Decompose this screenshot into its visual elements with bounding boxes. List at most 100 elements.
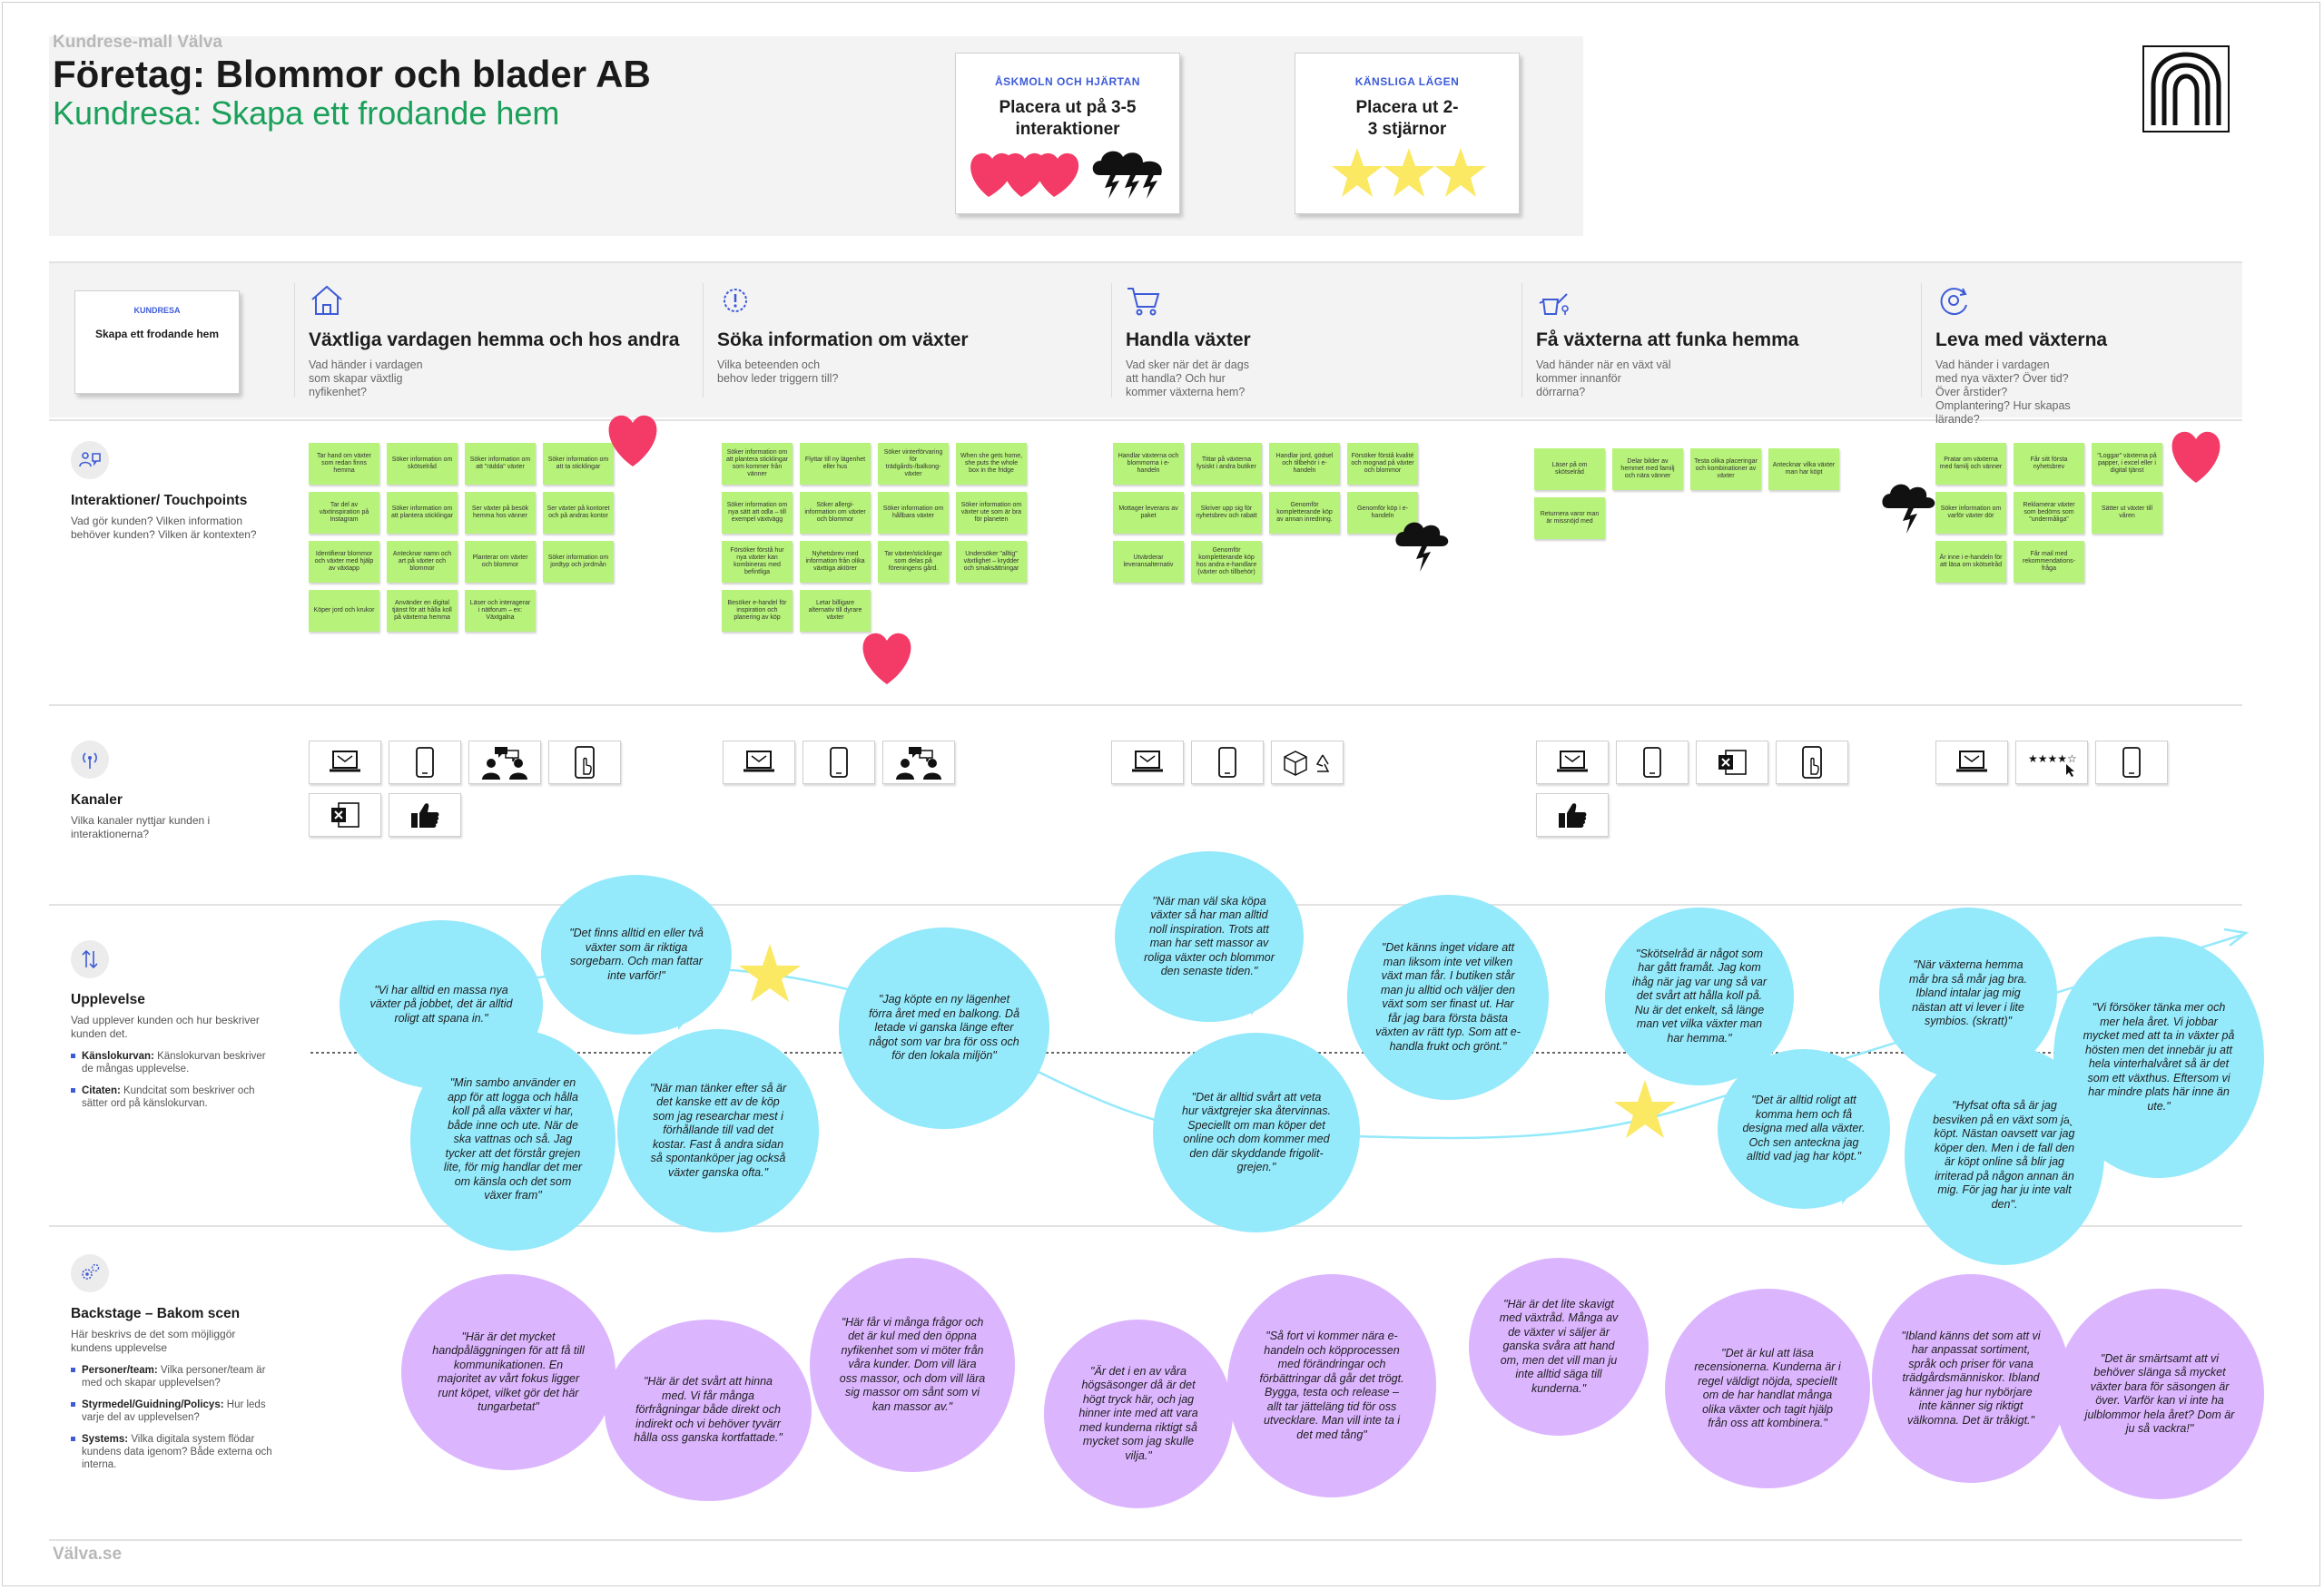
- footer-link[interactable]: Välva.se: [53, 1545, 123, 1564]
- quote-text: "Vi försöker tänka mer och mer hela året…: [2083, 1001, 2235, 1113]
- quote-text: "Jag köpte en ny lägenhet förra året med…: [868, 993, 1020, 1063]
- sticky-note[interactable]: Söker information om att "rädda" växter: [465, 443, 536, 485]
- quote-bubble: "Här är det mycket handpåläggningen för …: [401, 1274, 615, 1470]
- sticky-note[interactable]: Besöker e-handel för inspiration och pla…: [722, 590, 793, 632]
- sticky-note[interactable]: Antecknar vilka växter man har köpt: [1768, 448, 1839, 490]
- sticky-note[interactable]: Söker information om växter ute som är b…: [956, 492, 1027, 534]
- quote-bubble: "Det är kul att läsa recensionerna. Kund…: [1665, 1289, 1870, 1488]
- sticky-note[interactable]: Delar bilder av hemmet med familj och nä…: [1612, 448, 1683, 490]
- row-title: Kanaler: [71, 792, 123, 808]
- quote-text: "Det känns inget vidare att man liksom i…: [1375, 941, 1521, 1053]
- stage-2: Söka information om växter Vilka beteend…: [717, 283, 1098, 386]
- sticky-note[interactable]: Planterar om växter och blommor: [465, 541, 536, 583]
- divider: [49, 1539, 2242, 1541]
- sticky-note[interactable]: Tar växter/sticklingar som delas på före…: [878, 541, 949, 583]
- quote-bubble: "Min sambo använder en app för att logga…: [410, 1029, 615, 1251]
- rating-stars-icon: ★★★★☆: [2015, 741, 2088, 784]
- quote-text: "Det är alltid roligt att komma hem och …: [1742, 1094, 1866, 1163]
- quote-text: "Skötselråd är något som har gått framåt…: [1631, 947, 1767, 1045]
- stage-separator: [703, 283, 704, 398]
- row-head-backstage: Backstage – Bakom scen Här beskrivs de d…: [71, 1254, 280, 1480]
- sticky-note[interactable]: Söker information om varför växter dör: [1935, 492, 2006, 534]
- quote-bubble: "Här får vi många frågor och det är kul …: [810, 1258, 1015, 1472]
- stage-separator: [1921, 283, 1922, 398]
- sticky-note[interactable]: Köper jord och krukor: [309, 590, 379, 632]
- sticky-note[interactable]: Sätter ut växter till våren: [2092, 492, 2162, 534]
- sticky-note[interactable]: Söker information om att plantera stickl…: [722, 443, 793, 485]
- stage-name: Leva med växterna: [1935, 329, 2108, 350]
- sticky-note[interactable]: Läser på om skötselråd: [1534, 448, 1605, 490]
- sticky-note[interactable]: Söker information om att plantera stickl…: [387, 492, 458, 534]
- sticky-note[interactable]: Söker information om hållbara växter: [878, 492, 949, 534]
- broadcast-icon: [71, 741, 109, 779]
- star-icon: [1332, 148, 1486, 197]
- sticky-note[interactable]: Är inne i e-handeln för att läsa om sköt…: [1935, 541, 2006, 583]
- touchpoint-icon: [71, 441, 109, 479]
- thundercloud-icon: [1882, 484, 1935, 534]
- sticky-note[interactable]: Försöker förstå hur nya växter kan kombi…: [722, 541, 793, 583]
- sticky-note[interactable]: When she gets home, she puts the whole b…: [956, 443, 1027, 485]
- row-desc: Vilka kanaler nyttjar kunden i interakti…: [71, 814, 211, 840]
- mobile-icon: [2095, 741, 2168, 784]
- stage-separator: [1521, 283, 1522, 398]
- sticky-note[interactable]: Flyttar till ny lägenhet eller hus: [800, 443, 871, 485]
- laptop-icon: [309, 741, 381, 784]
- sticky-note[interactable]: Reklamerar växter som bedöms som "underm…: [2014, 492, 2084, 534]
- sticky-note[interactable]: Söker information om nya sätt att odla –…: [722, 492, 793, 534]
- sticky-note[interactable]: "Loggar" växterna på papper, i excel ell…: [2092, 443, 2162, 485]
- sticky-note[interactable]: Antecknar namn och art på växter och blo…: [387, 541, 458, 583]
- quote-bubble: "Ibland känns det som att vi har anpassa…: [1872, 1274, 2070, 1483]
- sticky-note[interactable]: Mottager leverans av paket: [1113, 492, 1184, 534]
- sticky-note[interactable]: Tittar på växterna fysiskt i andra butik…: [1191, 443, 1262, 485]
- sticky-note[interactable]: Nyhetsbrev med information från olika vä…: [800, 541, 871, 583]
- thumbs-up-icon: [1536, 793, 1609, 837]
- row-head-channels: Kanaler Vilka kanaler nyttjar kunden i i…: [71, 741, 280, 841]
- sticky-note[interactable]: Handlar växterna och blommorna i e-hande…: [1113, 443, 1184, 485]
- sticky-note[interactable]: Testa olika placeringar och kombinatione…: [1690, 448, 1761, 490]
- sticky-note[interactable]: Returnera varor man är missnöjd med: [1534, 497, 1605, 539]
- sticky-note[interactable]: Söker information om att ta sticklingar: [543, 443, 614, 485]
- sticky-note[interactable]: Undersöker "alltig" växtlighet – krydder…: [956, 541, 1027, 583]
- heart-icon: [2171, 431, 2221, 483]
- sticky-note[interactable]: Får sitt första nyhetsbrev: [2014, 443, 2084, 485]
- sticky-note[interactable]: Tar hand om växter som redan finns hemma: [309, 443, 379, 485]
- sticky-note[interactable]: Genomför kompletterande köp hos andra e-…: [1191, 541, 1262, 583]
- sticky-note[interactable]: Söker vinterförvaring för trädgårds-/bal…: [878, 443, 949, 485]
- sticky-note[interactable]: Försöker förstå kvalité och mognad på vä…: [1347, 443, 1418, 485]
- legend-label: KÄNSLIGA LÄGEN: [1354, 75, 1460, 88]
- quote-bubble: "Så fort vi kommer nära e-handeln och kö…: [1227, 1274, 1436, 1497]
- sticky-note[interactable]: Läser och interagerar i nätforum – ex: V…: [465, 590, 536, 632]
- stage-band: [49, 263, 2242, 417]
- sticky-note[interactable]: Ser växter på kontoret och på andras kon…: [543, 492, 614, 534]
- sticky-note[interactable]: Får mail med rekommendations-fråga: [2014, 541, 2084, 583]
- excel-icon: [1696, 741, 1768, 784]
- quote-text: "När växterna hemma mår bra så mår jag b…: [1909, 958, 2027, 1028]
- sticky-note[interactable]: Söker allergi-information om växter och …: [800, 492, 871, 534]
- sticky-note[interactable]: Genomför kompletterande köp av annan inr…: [1269, 492, 1340, 534]
- stage-3: Handla växter Vad sker när det är dags a…: [1126, 283, 1507, 399]
- sticky-note[interactable]: Identifierar blommor och växter med hjäl…: [309, 541, 379, 583]
- arrows-icon: [71, 940, 109, 978]
- stage-question: Vilka beteenden och behov leder triggern…: [717, 358, 839, 385]
- row-title: Interaktioner/ Touchpoints: [71, 493, 248, 508]
- quote-bubble: "Här är det lite skavigt med växtråd. Må…: [1469, 1258, 1649, 1436]
- sticky-note[interactable]: Söker information om jordtyp och jordmån: [543, 541, 614, 583]
- sticky-note[interactable]: Letar billigare alternativ till dyrare v…: [800, 590, 871, 632]
- sticky-note[interactable]: Utvärderar leveransalternativ: [1113, 541, 1184, 583]
- quote-text: "När man tänker efter så är det kanske e…: [649, 1081, 787, 1179]
- sticky-note[interactable]: Skriver upp sig för nyhetsbrev och rabat…: [1191, 492, 1262, 534]
- divider: [49, 1225, 2242, 1227]
- quote-bubble: "Det är alltid svårt att veta hur växtgr…: [1153, 1033, 1360, 1232]
- sticky-note[interactable]: Söker information om skötselråd: [387, 443, 458, 485]
- quote-text: "Här får vi många frågor och det är kul …: [839, 1315, 986, 1413]
- sticky-note[interactable]: Tar del av växtinspiration på Instagram: [309, 492, 379, 534]
- stage-1: Växtliga vardagen hemma och hos andra Va…: [309, 283, 690, 399]
- list-item: Känslokurvan: Känslokurvan beskriver de …: [71, 1050, 280, 1075]
- sticky-note[interactable]: Ser växter på besök hemma hos vänner: [465, 492, 536, 534]
- sticky-note[interactable]: Använder en digital tjänst för att hålla…: [387, 590, 458, 632]
- quote-bubble: "Är det i en av våra högsäsonger då är d…: [1044, 1320, 1233, 1508]
- sticky-note[interactable]: Pratar om växterna med familj och vänner: [1935, 443, 2006, 485]
- legend-card-clouds-hearts: ÅSKMOLN OCH HJÄRTAN Placera ut på 3-5 in…: [955, 53, 1180, 214]
- sticky-note[interactable]: Handlar jord, gödsel och tillbehör i e-h…: [1269, 443, 1340, 485]
